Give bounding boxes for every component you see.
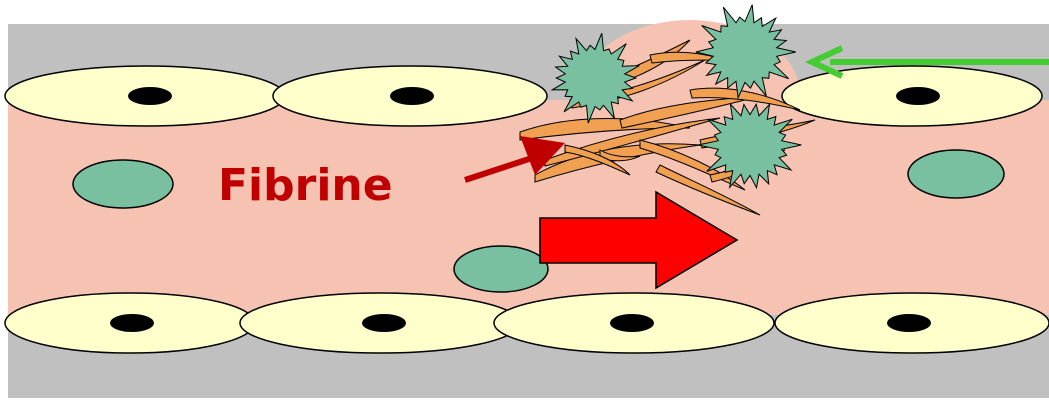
endothelial-cell: [5, 293, 255, 353]
fibrine-label: Fibrine: [218, 160, 393, 211]
nucleus: [362, 314, 406, 332]
endothelial-cell: [273, 66, 547, 126]
endothelial-cell: [494, 293, 774, 353]
nucleus: [110, 314, 154, 332]
blood-cell: [908, 150, 1004, 198]
nucleus: [887, 314, 931, 332]
endothelial-cell: [775, 293, 1049, 353]
nucleus: [896, 87, 940, 105]
nucleus: [610, 314, 654, 332]
blood-cell: [73, 160, 173, 208]
blood-cell: [454, 246, 548, 292]
endothelial-cell: [5, 66, 285, 126]
nucleus: [128, 87, 172, 105]
endothelial-cell: [240, 293, 520, 353]
nucleus: [390, 87, 434, 105]
endothelial-cell: [782, 66, 1042, 126]
